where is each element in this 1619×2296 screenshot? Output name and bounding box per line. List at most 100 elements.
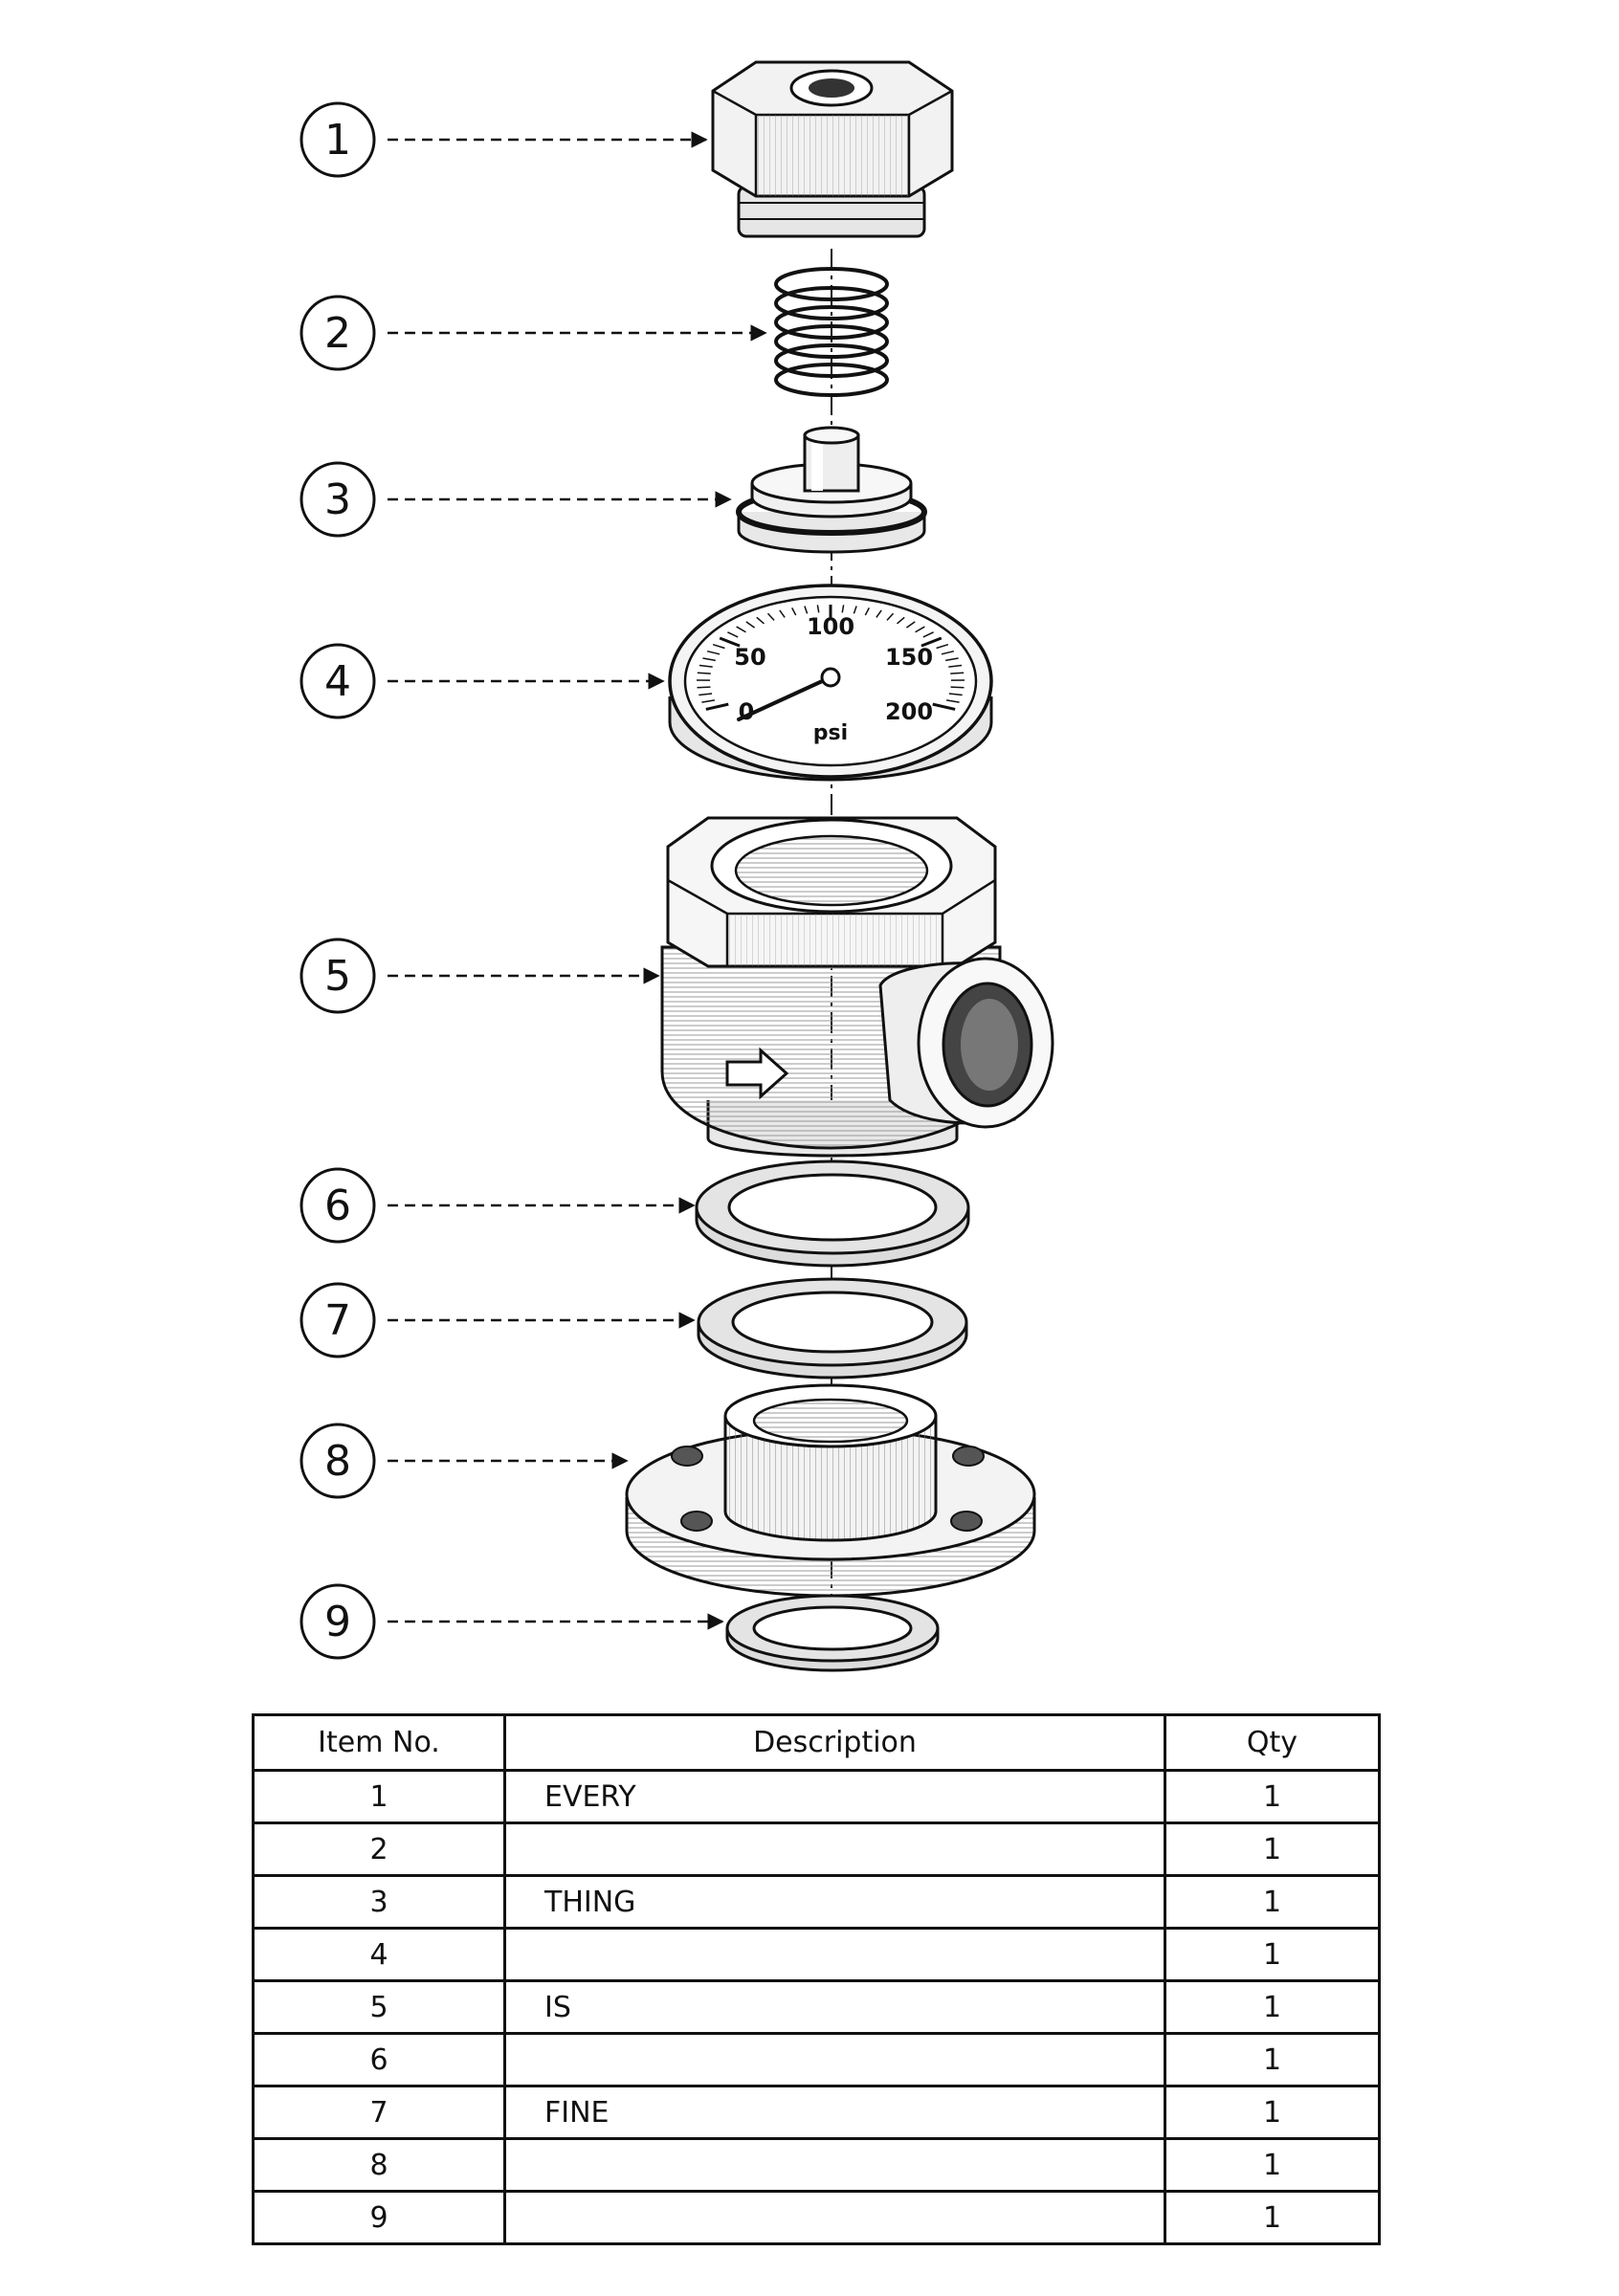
table-header-row: Item No. Description Qty (252, 1713, 1381, 1772)
callout-8-label: 8 (324, 1437, 351, 1486)
gauge-label-100: 100 (807, 613, 854, 640)
cell-item: 4 (252, 1927, 506, 1982)
gauge-tick (736, 626, 746, 633)
cell-description (503, 2137, 1166, 2193)
cell-qty: 1 (1164, 2137, 1381, 2193)
cell-qty: 1 (1164, 2190, 1381, 2245)
exploded-assembly-drawing: 1 2 3 4 5 6 7 (299, 60, 1054, 1672)
gauge-label-50: 50 (734, 644, 765, 671)
part-1-hex-cap (711, 60, 954, 238)
cell-description (503, 1821, 1166, 1877)
cell-item: 3 (252, 1874, 506, 1930)
gauge-tick (779, 609, 786, 618)
part-4-pressure-gauge: 50 100 150 0 200 psi (668, 584, 993, 782)
callout-7: 7 (299, 1282, 696, 1358)
gauge-tick (699, 693, 713, 696)
gauge-pivot (820, 667, 841, 688)
callout-5: 5 (299, 938, 660, 1014)
gauge-tick (702, 657, 716, 662)
cell-qty: 1 (1164, 1927, 1381, 1982)
part-6-gasket (695, 1159, 970, 1268)
cell-qty: 1 (1164, 1979, 1381, 2035)
gauge-tick (922, 631, 934, 638)
gauge-tick (712, 643, 725, 650)
gauge-tick (905, 621, 916, 629)
cell-qty: 1 (1164, 1769, 1381, 1824)
callout-1: 1 (299, 101, 708, 178)
cell-description: IS (503, 1979, 1166, 2035)
gauge-tick (701, 699, 716, 703)
gauge-tick (876, 609, 882, 618)
cell-description: EVERY (503, 1769, 1166, 1824)
callout-1-label: 1 (324, 116, 351, 165)
gauge-tick (756, 616, 765, 625)
gauge-tick (804, 606, 809, 614)
gauge-tick (816, 605, 820, 613)
cell-qty: 1 (1164, 1821, 1381, 1877)
gauge-tick (950, 686, 965, 689)
callout-8: 8 (299, 1423, 629, 1499)
part-3-piston (736, 426, 927, 554)
callout-7-label: 7 (324, 1296, 351, 1345)
gauge-tick (948, 664, 963, 668)
callout-6: 6 (299, 1167, 696, 1244)
cell-item: 1 (252, 1769, 506, 1824)
gauge-unit: psi (813, 721, 848, 745)
gauge-tick (841, 605, 845, 613)
gauge-tick (719, 636, 741, 648)
cell-description (503, 1927, 1166, 1982)
cell-item: 2 (252, 1821, 506, 1877)
gauge-tick (745, 621, 756, 629)
part-5-valve-body (660, 816, 1054, 1158)
gauge-tick (936, 643, 949, 650)
gauge-label-200: 200 (885, 698, 933, 725)
header-item-no: Item No. (252, 1713, 506, 1772)
gauge-label-150: 150 (885, 644, 933, 671)
callout-4-label: 4 (324, 657, 351, 706)
gauge-needle (737, 675, 832, 721)
cell-item: 5 (252, 1979, 506, 2035)
gauge-tick (948, 693, 963, 696)
callout-2-label: 2 (324, 309, 351, 358)
cell-description: THING (503, 1874, 1166, 1930)
gauge-tick (945, 657, 959, 662)
cell-item: 8 (252, 2137, 506, 2193)
gauge-tick (697, 686, 711, 689)
callout-3: 3 (299, 461, 732, 538)
part-8-flange (625, 1383, 1036, 1598)
cell-item: 7 (252, 2085, 506, 2140)
cell-item: 6 (252, 2032, 506, 2087)
gauge-tick (706, 650, 721, 655)
flow-arrow-icon (725, 1047, 789, 1100)
callout-group: 1 2 3 4 5 6 7 (299, 101, 767, 1660)
gauge-tick (941, 650, 955, 655)
gauge-tick (791, 607, 797, 616)
gauge-tick (915, 626, 925, 633)
gauge-tick (766, 612, 775, 621)
gauge-tick (705, 702, 729, 711)
cell-qty: 1 (1164, 2032, 1381, 2087)
callout-4: 4 (299, 643, 665, 719)
callout-5-label: 5 (324, 952, 351, 1001)
callout-9: 9 (299, 1583, 724, 1660)
gauge-tick (920, 636, 943, 648)
gauge-tick (886, 612, 895, 621)
callout-2: 2 (299, 295, 767, 371)
cell-description (503, 2032, 1166, 2087)
callout-6-label: 6 (324, 1181, 351, 1230)
gauge-tick (699, 664, 713, 668)
gauge-tick (932, 702, 956, 711)
cell-item: 9 (252, 2190, 506, 2245)
gauge-tick (897, 616, 905, 625)
gauge-tick (945, 699, 960, 703)
cell-description (503, 2190, 1166, 2245)
